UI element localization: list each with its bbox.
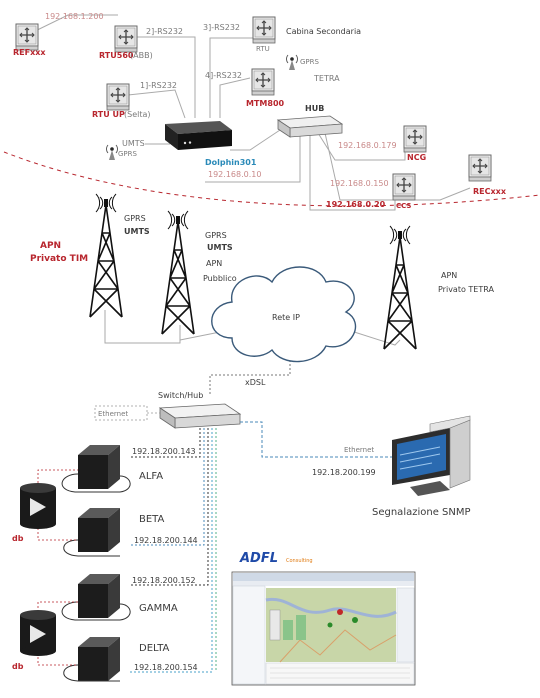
ncg-ip: 192.168.0.179 [338,141,397,150]
server-beta-icon [78,508,120,552]
svg-text:ADFL: ADFL [239,551,278,566]
antenna-umts-icon [106,144,118,160]
monitoring-screenshot [231,571,416,686]
router-ccs-icon [392,173,416,201]
apn-tim-label-2: Privato TIM [30,254,88,264]
router-mtm800-icon [251,68,275,96]
rtu-label: RTU [256,45,270,53]
apn-pub-label-2: Pubblico [203,274,237,283]
router-ncg-icon [403,125,427,153]
umts-label: UMTS [122,139,145,148]
snmp-monitor-icon [392,415,471,496]
tetra-label: TETRA [313,74,340,83]
switch-icon [158,403,242,429]
gprs-label: GPRS [118,150,138,158]
rtu560-label: RTU560 [99,51,134,60]
apn-pub-label-1: APN [206,259,222,268]
server-delta-icon [78,637,120,681]
ccs-ip-1: 192.168.0.150 [330,179,389,188]
snmp-ip: 192.18.200.199 [312,468,376,477]
router-rtu560-icon [114,25,138,53]
delta-label: DELTA [139,643,170,654]
ccs-ip-2: 192.168.0.20 [326,200,386,209]
apn-tetra-label-1: APN [441,271,457,280]
ref-ip: 192.168.1.200 [45,12,104,21]
xdsl-label: xDSL [245,378,266,387]
tower2-gprs: GPRS [205,231,227,240]
zone-separator [3,151,540,207]
gamma-label: GAMMA [139,603,178,614]
link-2-label: 2]-RS232 [146,27,183,36]
beta-ip: 192.18.200.144 [134,536,198,545]
rec-label: RECxxx [473,187,507,196]
ethernet-right-label: Ethernet [344,446,374,454]
link-1-label: 1]-RS232 [140,81,177,90]
rtu560-vendor: (ABB) [130,51,153,60]
server-alfa-icon [78,445,120,489]
cabina-label: Cabina Secondaria [286,27,361,36]
ethernet-box [94,405,148,421]
router-rtu-icon [252,16,276,44]
rtu-up-label: RTU UP [92,110,125,119]
ref-label: REFxxx [13,48,46,57]
cloud-icon [211,266,357,363]
link-3-label: 3]-RS232 [203,23,240,32]
dolphin-ip: 192.168.0.10 [208,170,261,179]
tower1-umts: UMTS [124,227,150,236]
dolphin-label: Dolphin301 [205,158,257,167]
adfl-logo: ADFL Consulting [239,551,313,566]
rtu-up-vendor: (Selta) [124,110,151,119]
hub-label: HUB [305,104,324,113]
ethernet-left-label: Ethernet [98,410,128,418]
router-rtu-up-icon [106,83,130,111]
tower1-gprs: GPRS [124,214,146,223]
svg-text:Consulting: Consulting [286,558,313,564]
link-4-label: 4]-RS232 [205,71,242,80]
apn-tim-label-1: APN [40,241,61,251]
tower-tetra-icon [383,225,417,350]
tower-pubblico-icon [161,210,195,335]
antenna-gprs-top-icon [286,54,298,70]
gprs-top-label: GPRS [300,58,320,66]
server-gamma-icon [78,574,120,618]
beta-label: BETA [139,514,165,525]
db-label-1: db [12,534,24,543]
cloud-label: Rete IP [272,313,300,322]
alfa-label: ALFA [139,471,163,482]
mtm800-label: MTM800 [246,99,285,108]
router-ref-icon [15,23,39,51]
hub-icon [276,115,344,138]
gamma-ip: 192.18.200.152 [132,576,196,585]
dolphin-modem-icon [165,121,232,150]
database-1-icon [20,483,56,529]
ccs-label: CCS [396,202,411,210]
apn-tetra-label-2: Privato TETRA [438,285,494,294]
tower2-umts: UMTS [207,243,233,252]
switch-label: Switch/Hub [158,391,203,400]
snmp-label: Segnalazione SNMP [372,507,471,518]
alfa-ip: 192.18.200.143 [132,447,196,456]
database-2-icon [20,610,56,656]
tower-tim-icon [89,193,123,318]
db-label-2: db [12,662,24,671]
delta-ip: 192.18.200.154 [134,663,198,672]
router-rec-icon [468,154,492,182]
ncg-label: NCG [407,153,426,162]
